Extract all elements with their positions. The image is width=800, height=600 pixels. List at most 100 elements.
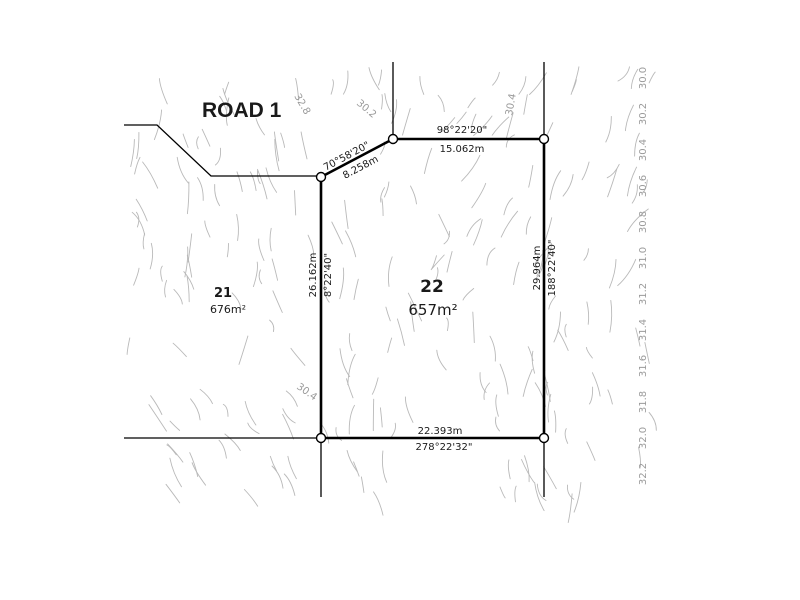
contour-line	[503, 197, 513, 216]
contour-line	[543, 466, 557, 490]
contour-line	[522, 368, 533, 397]
contour-line	[626, 166, 638, 197]
contour-line	[368, 67, 380, 91]
contour-line	[499, 486, 506, 499]
contour-level-label: 31.4	[638, 319, 649, 341]
contour-line	[371, 377, 379, 395]
contour-line	[617, 66, 630, 82]
contour-line	[606, 163, 620, 179]
contour-line	[518, 76, 527, 95]
contour-line	[244, 400, 257, 426]
contour-level-label: 31.8	[638, 391, 649, 413]
contour-line	[272, 290, 283, 313]
contour-line	[172, 342, 187, 358]
contour-line	[505, 112, 514, 140]
contour-line	[470, 113, 477, 134]
contour-line	[513, 261, 520, 286]
contour-line	[635, 327, 641, 347]
contour-line	[407, 292, 423, 322]
contour-line	[390, 422, 396, 439]
right-length-label: 29.964m	[532, 246, 543, 291]
contour-line	[547, 242, 552, 257]
corner-marker[interactable]	[315, 432, 327, 444]
contour-line	[190, 398, 201, 421]
corner-marker[interactable]	[315, 171, 327, 183]
contour-line	[500, 210, 519, 238]
contour-line	[379, 407, 383, 428]
contour-line	[150, 395, 163, 415]
contour-line	[345, 230, 357, 258]
contour-line	[148, 404, 167, 432]
contour-line	[492, 71, 500, 86]
contour-line	[549, 170, 562, 201]
contour-line	[438, 213, 450, 238]
contour-line	[346, 450, 358, 472]
contour-line	[199, 388, 213, 405]
right-bearing-label: 188°22'40"	[547, 240, 558, 297]
contour-line	[378, 69, 383, 86]
contour-line	[434, 267, 439, 283]
corner-marker[interactable]	[387, 133, 399, 145]
contour-line	[553, 311, 561, 343]
contour-line	[491, 116, 510, 136]
contour-line	[265, 167, 278, 193]
contour-line	[489, 335, 496, 362]
contour-line	[410, 301, 415, 332]
contour-line	[524, 455, 530, 483]
contour-line	[224, 81, 230, 95]
contour-line	[442, 117, 456, 132]
contour-line	[471, 182, 487, 209]
contour-line	[402, 108, 411, 136]
contour-label-small: 30.2	[354, 98, 378, 121]
contour-line	[164, 279, 168, 298]
contour-line	[534, 481, 545, 512]
contour-line	[525, 216, 532, 235]
contour-line	[570, 66, 580, 95]
contour-line	[547, 393, 552, 423]
contour-line	[627, 208, 649, 232]
contour-line	[339, 348, 351, 378]
contour-line	[505, 134, 515, 148]
contour-line	[273, 131, 280, 162]
contour-line	[548, 295, 557, 310]
contour-line	[642, 179, 648, 193]
corner-markers	[315, 133, 550, 444]
contour-line	[562, 174, 574, 197]
contour-line	[258, 269, 263, 285]
contour-line	[648, 411, 657, 431]
corner-marker[interactable]	[538, 432, 550, 444]
contour-line	[388, 256, 393, 287]
bottom-bearing-label: 278°22'32"	[416, 442, 473, 453]
contour-line	[380, 187, 385, 203]
contour-line	[131, 211, 146, 236]
lot-22-boundary[interactable]	[319, 137, 546, 440]
contour-line	[631, 184, 638, 204]
contour-label-small: 30.4	[294, 381, 319, 403]
contour-line	[214, 147, 222, 166]
contour-line	[514, 485, 517, 503]
contour-line	[269, 319, 275, 333]
contour-line	[573, 481, 582, 513]
contour-line	[135, 198, 148, 222]
contour-level-label: 31.2	[638, 283, 649, 305]
contour-line	[271, 465, 284, 489]
contour-line	[446, 251, 453, 273]
contour-line	[638, 446, 641, 468]
contour-line	[624, 104, 634, 132]
contour-level-label: 30.2	[638, 103, 649, 125]
bottom-length-label: 22.393m	[418, 426, 463, 437]
left-length-label: 26.162m	[308, 253, 319, 298]
contour-line	[249, 171, 257, 191]
contour-line	[507, 459, 511, 480]
contour-line	[544, 217, 553, 242]
contour-line	[344, 199, 349, 229]
contour-line	[330, 79, 334, 95]
contour-line	[133, 267, 140, 286]
corner-marker[interactable]	[538, 133, 550, 145]
contour-level-label: 32.2	[638, 463, 649, 485]
contour-line	[404, 396, 414, 423]
contour-level-label: 30.0	[638, 67, 649, 89]
contour-line	[134, 156, 141, 175]
contour-line	[218, 439, 227, 459]
contour-line	[222, 403, 229, 417]
